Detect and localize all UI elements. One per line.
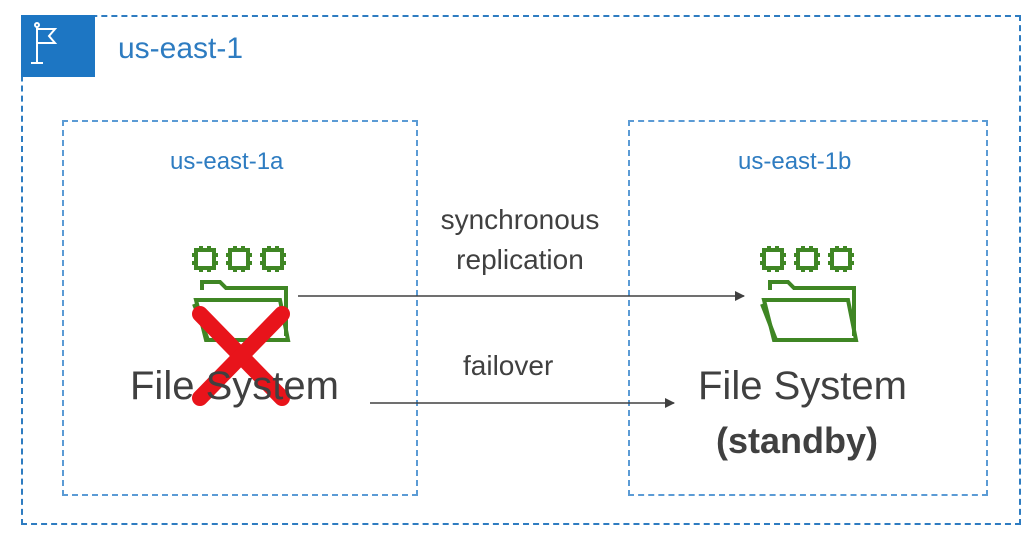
flag-icon [21,15,95,77]
region-boundary [21,15,1021,525]
availability-zone-b [628,120,988,496]
zone-a-label: us-east-1a [170,148,284,175]
availability-zone-a [62,120,418,496]
standby-sublabel: (standby) [716,420,878,461]
replication-label-line1: synchronous [440,204,600,235]
replication-label: synchronous replication [410,200,630,280]
zone-b-label: us-east-1b [738,148,852,175]
replication-label-line2: replication [456,244,584,275]
file-system-icon-primary [192,246,291,342]
file-system-icon-standby [760,246,859,342]
primary-file-system-label: File System [130,364,339,408]
standby-file-system-label: File System [698,364,907,408]
region-label: us-east-1 [118,32,244,65]
failed-x-icon [192,306,290,406]
failover-label: failover [463,350,554,381]
